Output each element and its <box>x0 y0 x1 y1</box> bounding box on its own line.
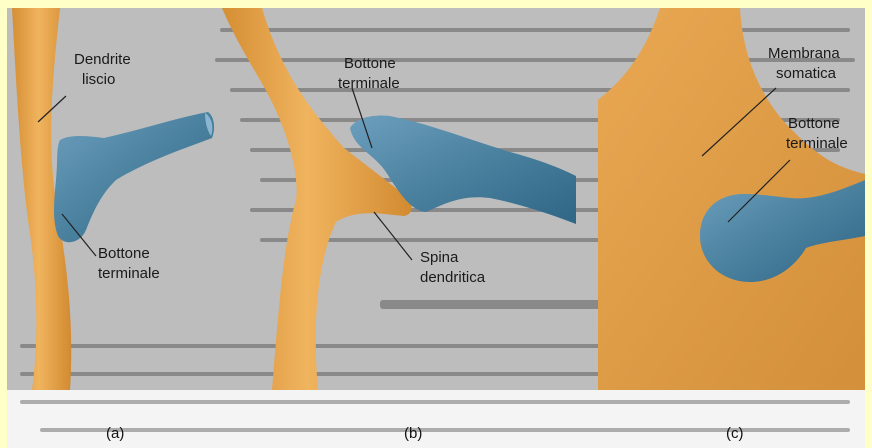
caption-c: (c) <box>726 425 744 442</box>
caption-b: (b) <box>404 425 422 442</box>
panel-c: Membrana somatica Bottone terminale <box>598 8 865 390</box>
caption-a: (a) <box>106 425 124 442</box>
